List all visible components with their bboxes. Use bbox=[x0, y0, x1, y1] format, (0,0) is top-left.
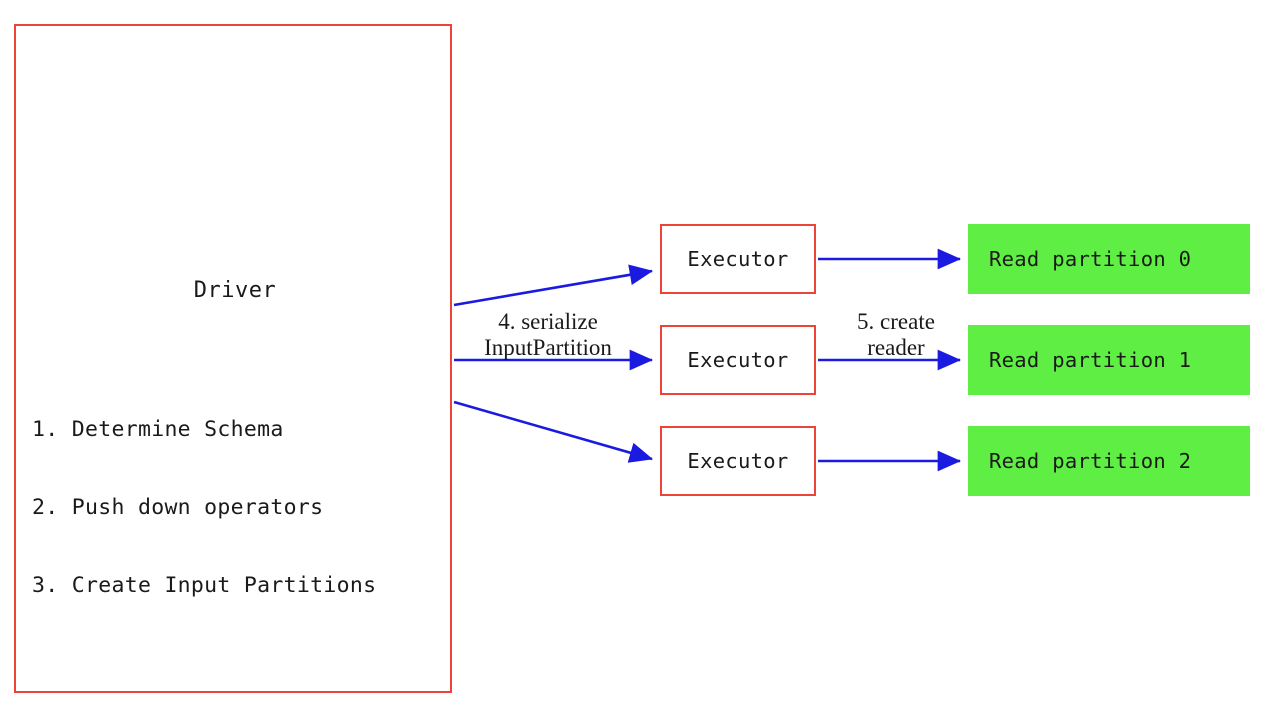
executor-box-1: Executor bbox=[660, 325, 816, 395]
arrow-driver-to-executor-2 bbox=[453, 400, 653, 463]
driver-step-2: 2. Push down operators bbox=[32, 495, 324, 520]
driver-steps-list: 1. Determine Schema 2. Push down operato… bbox=[32, 365, 376, 651]
driver-title: Driver bbox=[193, 278, 277, 303]
executor-label: Executor bbox=[687, 449, 789, 473]
read-partition-label: Read partition 0 bbox=[989, 247, 1192, 271]
arrow-label-create-reader: 5. create reader bbox=[826, 309, 966, 361]
read-partition-label: Read partition 1 bbox=[989, 348, 1192, 372]
arrow-label-serialize-line1: 4. serialize bbox=[498, 309, 598, 334]
executor-box-2: Executor bbox=[660, 426, 816, 496]
executor-box-0: Executor bbox=[660, 224, 816, 294]
executor-label: Executor bbox=[687, 348, 789, 372]
read-partition-box-0: Read partition 0 bbox=[968, 224, 1250, 294]
arrow-driver-to-executor-0 bbox=[453, 264, 654, 307]
read-partition-label: Read partition 2 bbox=[989, 449, 1192, 473]
arrow-label-create-reader-line2: reader bbox=[867, 335, 925, 360]
read-partition-box-1: Read partition 1 bbox=[968, 325, 1250, 395]
read-partition-box-2: Read partition 2 bbox=[968, 426, 1250, 496]
driver-box: Driver 1. Determine Schema 2. Push down … bbox=[14, 24, 452, 693]
arrow-label-serialize-line2: InputPartition bbox=[484, 335, 612, 360]
arrow-label-serialize: 4. serialize InputPartition bbox=[456, 309, 640, 361]
driver-step-3: 3. Create Input Partitions bbox=[32, 573, 377, 598]
executor-label: Executor bbox=[687, 247, 789, 271]
arrow-label-create-reader-line1: 5. create bbox=[857, 309, 935, 334]
driver-step-1: 1. Determine Schema bbox=[32, 417, 284, 442]
